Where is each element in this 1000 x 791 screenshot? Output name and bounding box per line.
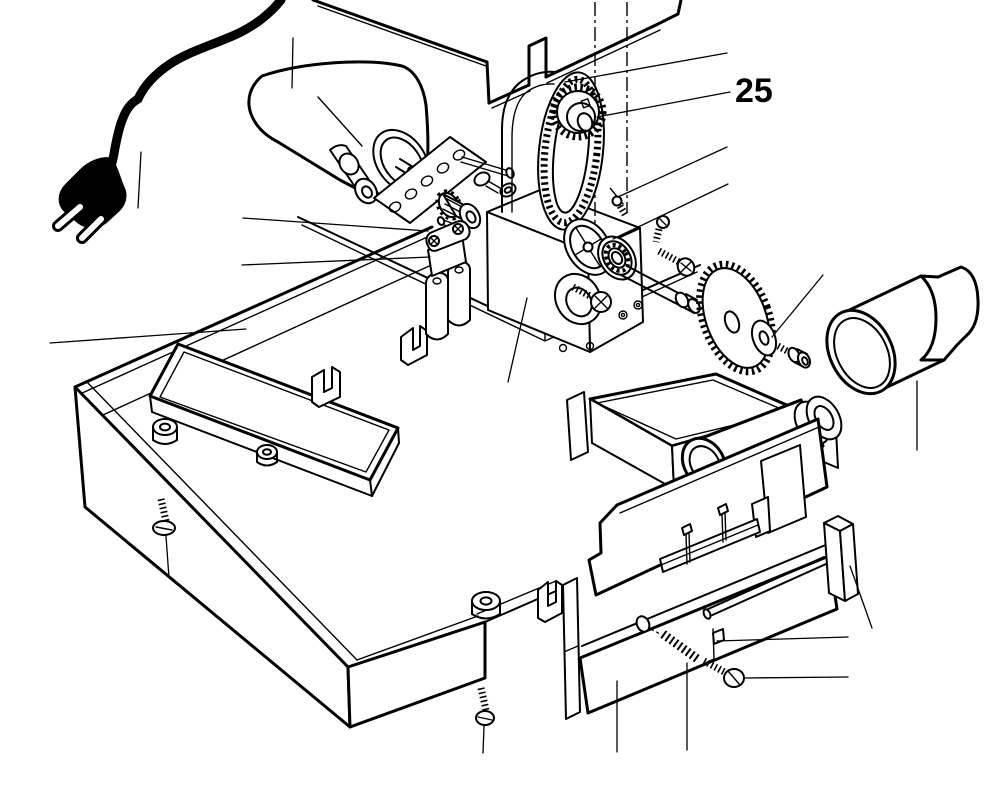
leader-lines xyxy=(49,37,918,753)
u-clip xyxy=(311,366,341,408)
set-screw xyxy=(609,187,630,218)
dust-port-drum xyxy=(825,265,980,396)
fence-upper-plate xyxy=(587,417,829,597)
set-screw xyxy=(652,215,670,243)
blade-bolt-and-bushing xyxy=(776,342,812,369)
power-plug xyxy=(52,157,127,244)
left-compartment xyxy=(148,342,400,497)
cable-clamp xyxy=(425,220,471,277)
spring-screw xyxy=(702,657,745,688)
end-block xyxy=(823,515,859,602)
slide-rod xyxy=(702,556,827,620)
screw-boss xyxy=(256,444,278,467)
base-screw xyxy=(152,498,176,579)
motor-pinion-gear xyxy=(435,189,482,230)
power-cord xyxy=(107,0,286,168)
u-clip xyxy=(400,325,428,366)
ball-bearing xyxy=(597,235,637,281)
fence-lower-plate xyxy=(562,543,839,720)
top-cover xyxy=(311,0,683,109)
callout-25-label: 25 xyxy=(735,72,773,110)
base-tray xyxy=(73,225,564,729)
screw-boss xyxy=(152,418,178,445)
arbor-screw xyxy=(657,247,696,277)
slot-pin xyxy=(717,503,729,543)
base-screw xyxy=(475,687,495,754)
corner-boss xyxy=(471,591,501,620)
belt-guard-bracket xyxy=(501,70,557,213)
slot-pin xyxy=(681,523,693,565)
fence-hole xyxy=(635,615,651,633)
u-clip xyxy=(537,580,563,623)
drive-belt-pulley xyxy=(549,83,607,141)
saw-blade xyxy=(696,260,776,376)
